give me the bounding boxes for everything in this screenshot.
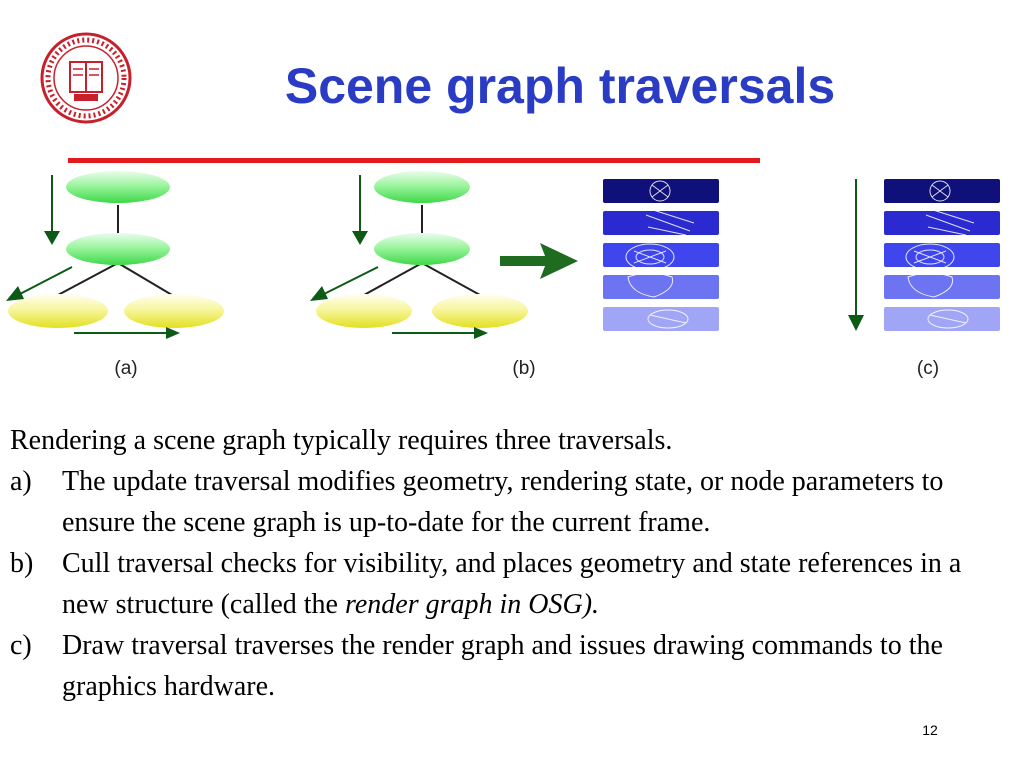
figure-label-a: (a): [114, 358, 137, 379]
title-underline: [68, 158, 760, 163]
tree-diagram-b: [310, 171, 528, 339]
tree-node-leaf: [8, 294, 108, 328]
slide-title: Scene graph traversals: [284, 58, 836, 114]
tree-node-root: [66, 171, 170, 203]
render-bin: [603, 211, 719, 235]
render-bins-c: [848, 179, 1000, 331]
university-seal-icon: [40, 32, 132, 124]
down-arrow-icon: [44, 231, 60, 245]
render-bin: [603, 307, 719, 331]
tree-node-root: [374, 171, 470, 203]
wireframe-object-icon: [625, 180, 695, 329]
tree-diagram-a: [6, 171, 224, 339]
right-arrow-icon: [474, 327, 488, 339]
render-bin: [603, 179, 719, 203]
list-marker: c): [10, 630, 32, 661]
tree-node-leaf: [432, 294, 528, 328]
list-item-text: Cull traversal checks for visibility, an…: [62, 548, 962, 620]
list-item-text: Draw traversal traverses the render grap…: [62, 630, 943, 702]
list-item: c) Draw traversal traverses the render g…: [10, 625, 1010, 707]
diagonal-arrow-icon: [6, 286, 24, 301]
intro-paragraph: Rendering a scene graph typically requir…: [10, 425, 673, 456]
tree-node-leaf: [124, 294, 224, 328]
render-bin: [884, 243, 1000, 267]
tree-node-group: [374, 233, 470, 265]
tree-node-group: [66, 233, 170, 265]
render-bins-b: [603, 179, 719, 331]
render-bin: [884, 275, 1000, 299]
render-bin: [884, 307, 1000, 331]
render-bin: [603, 243, 719, 267]
traversal-diagram: (a) (b) (c): [0, 165, 1024, 385]
list-item: b) Cull traversal checks for visibility,…: [10, 543, 1010, 625]
right-arrow-icon: [166, 327, 180, 339]
list-marker: a): [10, 466, 32, 497]
list-marker: b): [10, 548, 34, 579]
traversal-list: a) The update traversal modifies geometr…: [10, 461, 1010, 707]
list-item: a) The update traversal modifies geometr…: [10, 461, 1010, 543]
diagonal-arrow-icon: [310, 286, 328, 301]
render-bin: [603, 275, 719, 299]
render-bin: [884, 179, 1000, 203]
down-arrow-icon: [352, 231, 368, 245]
figure-label-b: (b): [512, 358, 535, 379]
slide-body: Rendering a scene graph typically requir…: [10, 420, 1010, 707]
tree-node-leaf: [316, 294, 412, 328]
list-item-emphasis: render graph in OSG).: [344, 589, 600, 620]
big-right-arrow-icon: [500, 243, 578, 279]
figure-label-c: (c): [917, 358, 939, 379]
down-arrow-icon: [848, 315, 864, 331]
list-item-text: The update traversal modifies geometry, …: [62, 466, 944, 538]
render-bin: [884, 211, 1000, 235]
page-number: 12: [922, 722, 938, 738]
wireframe-object-icon: [905, 180, 975, 329]
